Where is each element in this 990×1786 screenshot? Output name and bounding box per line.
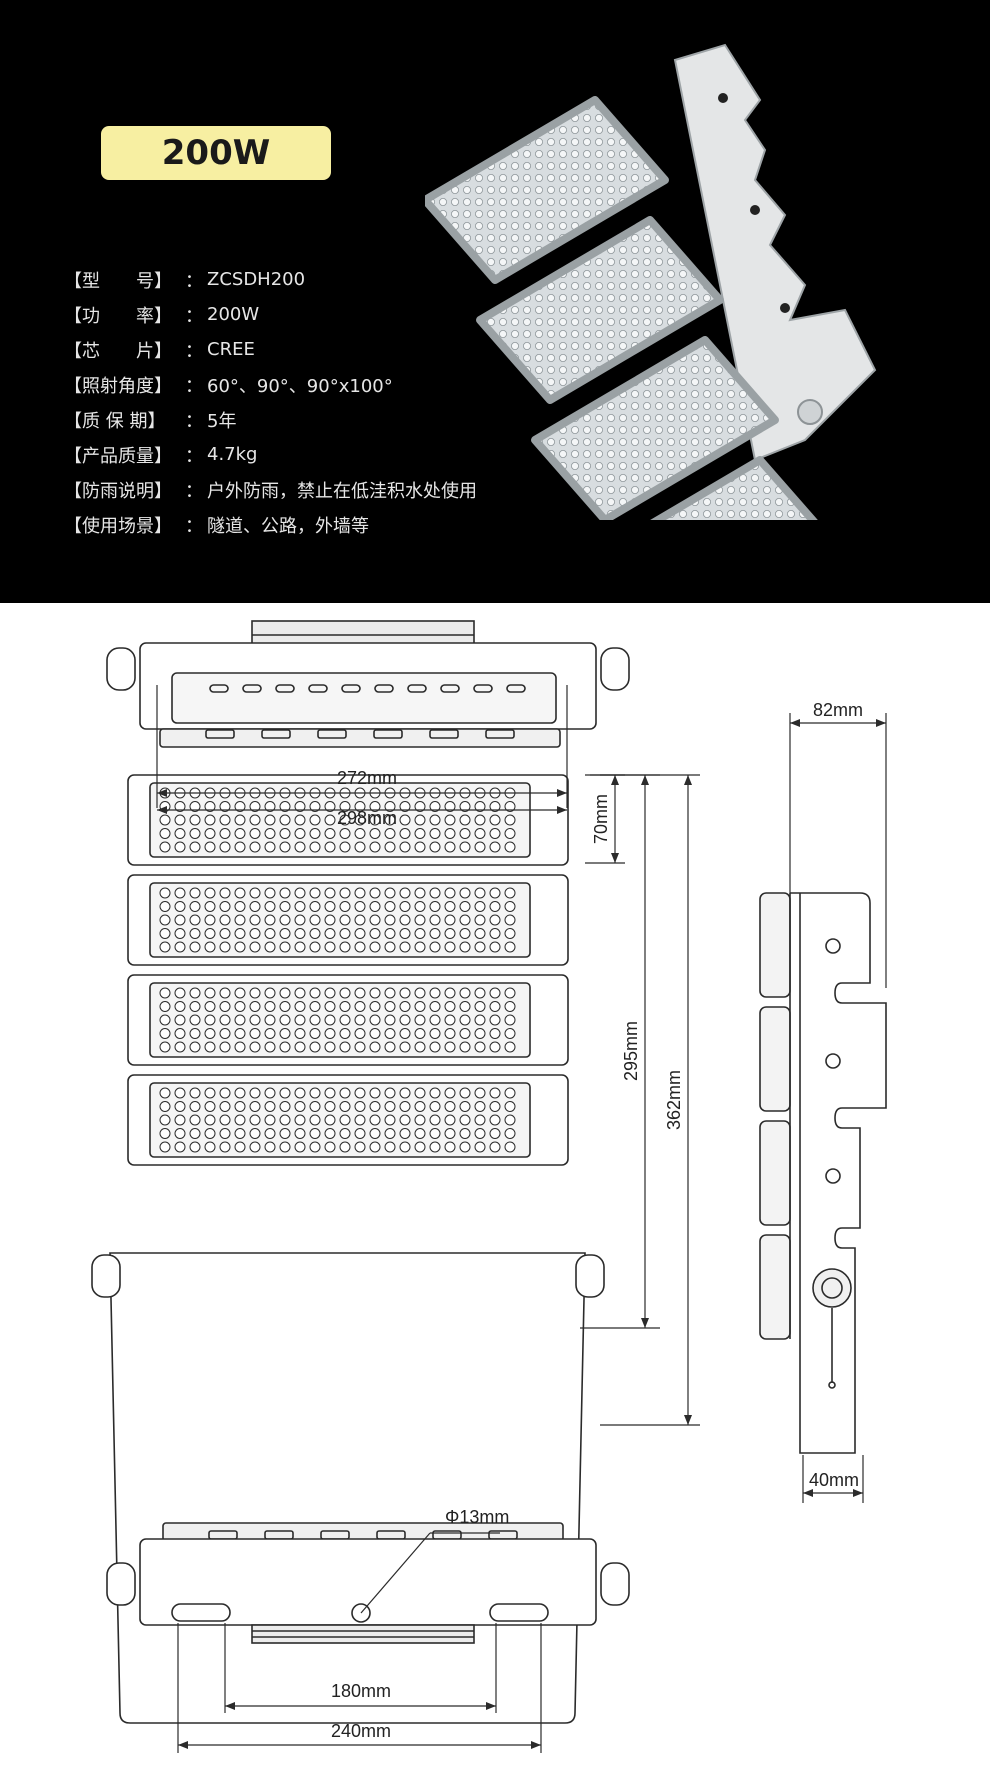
led-module bbox=[127, 974, 569, 1066]
hero-section: 200W 【型 号】：ZCSDH200【功 率】：200W【芯 片】：CREE【… bbox=[0, 0, 990, 603]
spec-colon: ： bbox=[185, 340, 203, 362]
spec-value: 60°、90°、90°x100° bbox=[207, 375, 393, 397]
spec-label: 【质 保 期】 bbox=[64, 410, 166, 432]
spec-row: 【功 率】 ：200W bbox=[64, 297, 477, 332]
front-view bbox=[91, 1252, 605, 1724]
spec-label: 【使用场景】 bbox=[64, 515, 172, 537]
product-module bbox=[650, 456, 818, 520]
dim-240: 240mm bbox=[331, 1721, 391, 1741]
spec-row: 【产品质量】 ：4.7kg bbox=[64, 437, 477, 472]
product-module bbox=[476, 216, 724, 404]
dim-70: 70mm bbox=[591, 794, 611, 844]
spec-value: CREE bbox=[207, 339, 255, 360]
spec-colon: ： bbox=[185, 410, 203, 432]
dim-hole: Φ13mm bbox=[445, 1507, 509, 1527]
spec-label: 【产品质量】 bbox=[64, 445, 172, 467]
spec-row: 【型 号】 ：ZCSDH200 bbox=[64, 262, 477, 297]
spec-label: 【照射角度】 bbox=[64, 375, 172, 397]
dim-295: 295mm bbox=[621, 1021, 641, 1081]
spec-row: 【质 保 期】 ：5年 bbox=[64, 402, 477, 437]
led-module bbox=[127, 874, 569, 966]
spec-row: 【防雨说明】 ：户外防雨，禁止在低洼积水处使用 bbox=[64, 472, 477, 507]
spec-value: 户外防雨，禁止在低洼积水处使用 bbox=[207, 480, 477, 502]
spec-value: 5年 bbox=[207, 410, 237, 432]
dim-82: 82mm bbox=[813, 700, 863, 720]
dim-272: 272mm bbox=[337, 768, 397, 788]
spec-colon: ： bbox=[185, 445, 203, 467]
spec-colon: ： bbox=[185, 305, 203, 327]
side-view bbox=[759, 892, 887, 1454]
spec-colon: ： bbox=[185, 480, 203, 502]
spec-value: ZCSDH200 bbox=[207, 269, 306, 290]
spec-value: 4.7kg bbox=[207, 444, 258, 465]
spec-colon: ： bbox=[185, 375, 203, 397]
spec-label: 【防雨说明】 bbox=[64, 480, 172, 502]
product-module bbox=[531, 336, 779, 520]
dim-362: 362mm bbox=[664, 1070, 684, 1130]
power-badge: 200W bbox=[101, 126, 331, 180]
spec-label: 【功 率】 bbox=[64, 305, 172, 327]
top-view bbox=[106, 620, 630, 748]
spec-label: 【型 号】 bbox=[64, 270, 172, 292]
spec-colon: ： bbox=[185, 515, 203, 537]
led-module bbox=[127, 1074, 569, 1166]
product-image bbox=[425, 43, 877, 520]
spec-value: 隧道、公路，外墙等 bbox=[207, 515, 369, 537]
bottom-view bbox=[106, 1522, 630, 1644]
spec-value: 200W bbox=[207, 304, 260, 325]
spec-colon: ： bbox=[185, 270, 203, 292]
spec-row: 【使用场景】 ：隧道、公路，外墙等 bbox=[64, 507, 477, 542]
spec-label: 【芯 片】 bbox=[64, 340, 172, 362]
bracket-plate bbox=[673, 43, 877, 462]
led-module bbox=[127, 774, 569, 866]
dim-298: 298mm bbox=[337, 808, 397, 828]
dimension-drawing: 272mm 298mm 82mm 70mm 295mm 362mm 40mm Φ… bbox=[91, 620, 887, 1753]
dim-180: 180mm bbox=[331, 1681, 391, 1701]
spec-row: 【照射角度】 ：60°、90°、90°x100° bbox=[64, 367, 477, 402]
spec-list: 【型 号】：ZCSDH200【功 率】：200W【芯 片】：CREE【照射角度】… bbox=[64, 262, 477, 542]
spec-row: 【芯 片】 ：CREE bbox=[64, 332, 477, 367]
dim-40: 40mm bbox=[809, 1470, 859, 1490]
product-module bbox=[425, 96, 669, 284]
